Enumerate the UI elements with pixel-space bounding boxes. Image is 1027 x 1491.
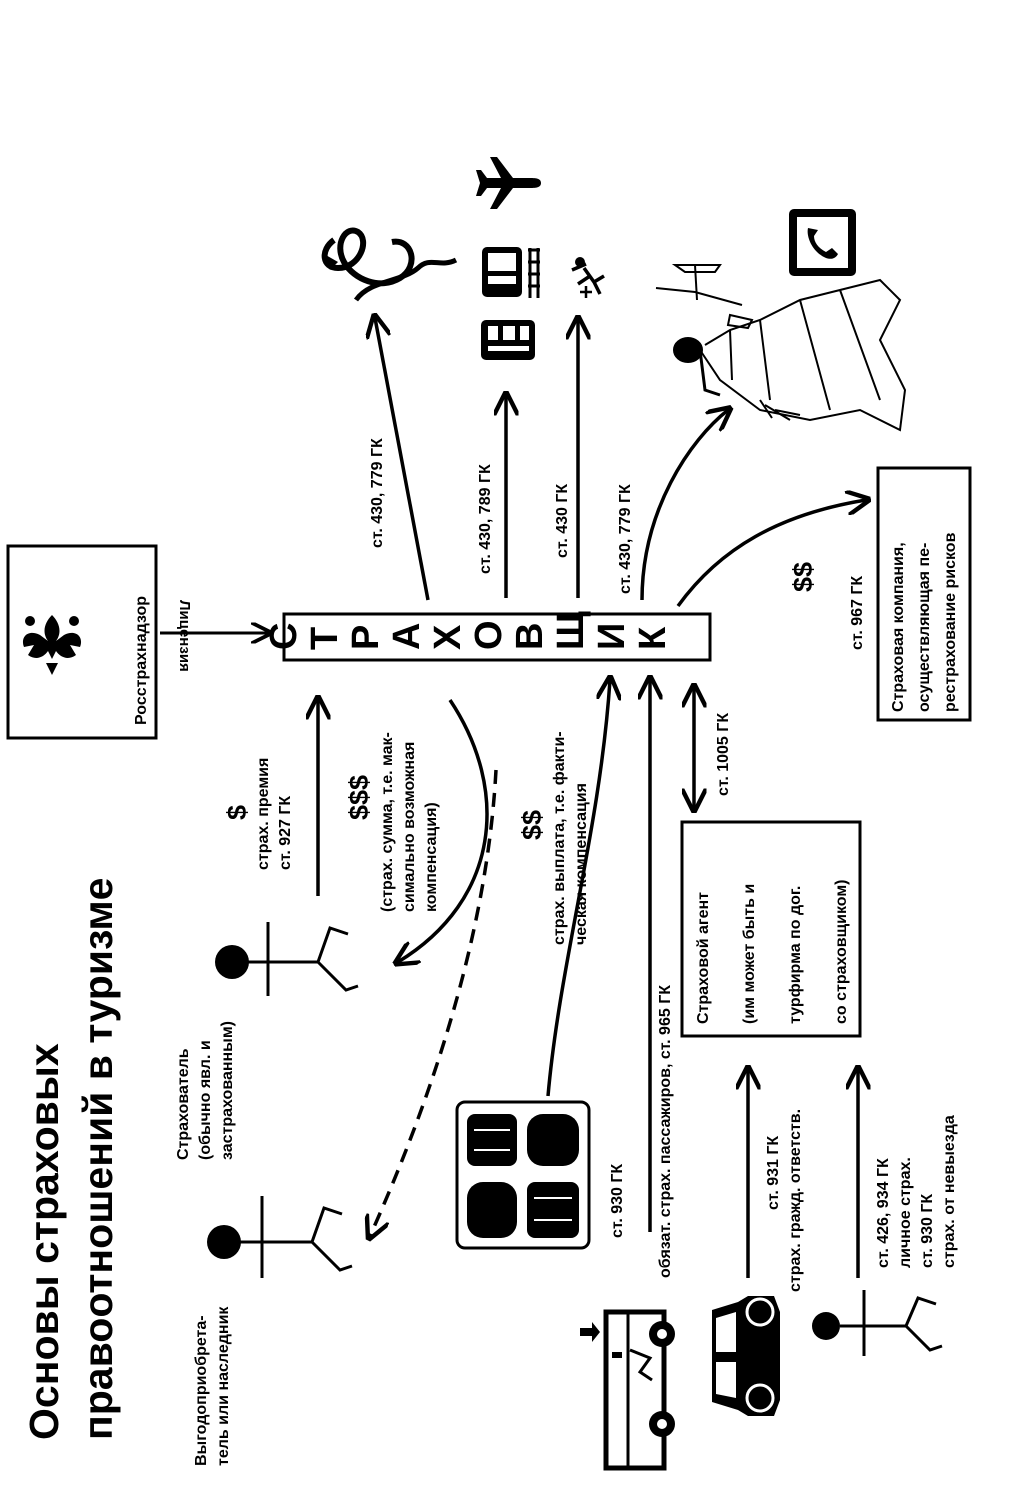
premium-line-2: ст. 927 ГК [277, 796, 294, 870]
insurer-letter: Щ [550, 611, 592, 650]
bus-icon [580, 1309, 675, 1471]
arrow-sum-insured [398, 699, 489, 962]
insurer-letter: Х [427, 624, 469, 650]
sum-insured-symbol: $$$ [344, 775, 374, 820]
policyholder-line-3: застрахованным) [219, 1021, 236, 1160]
arrow-beneficiary [370, 769, 498, 1236]
personal-line-2: личное страх. [897, 1157, 914, 1268]
person-icon [812, 1290, 943, 1356]
personal-line-1: ст. 426, 934 ГК [875, 1158, 892, 1268]
reinsurance-money: $$ [788, 562, 818, 592]
reinsurer-line-3: рестрахование рисков [942, 532, 959, 712]
beneficiary-person-icon [207, 1196, 353, 1278]
agent-line-3: турфирма по дог. [787, 886, 804, 1024]
agent-box [680, 820, 862, 1038]
tram-icon [481, 320, 535, 360]
insurer-letter: С [263, 623, 305, 650]
payment-symbol: $$ [517, 810, 547, 840]
insurer-letter: Т [304, 627, 346, 650]
agent-line-4: со страховщиком) [833, 880, 850, 1025]
car-icon [712, 1296, 780, 1416]
ref-legal: ст. 430, 779 ГК [617, 484, 634, 594]
insurer-letter: О [468, 620, 510, 650]
civil-liability-line-2: страх. гражд. ответств. [787, 1109, 804, 1292]
insurer-letter: Р [345, 625, 387, 650]
reinsurer-line-1: Страховая компания, [890, 542, 907, 712]
title-line-2: правоотношений в туризме [75, 878, 121, 1440]
insurer-letter: И [591, 623, 633, 650]
premium-line-1: страх. премия [255, 758, 272, 870]
arrow-medical [375, 318, 430, 601]
beneficiary-line-1: Выгодоприобрета- [193, 1315, 210, 1466]
arrow-reinsurance [676, 500, 866, 608]
sum-insured-line-1: (страх. сумма, т.е. мак- [379, 732, 396, 912]
premium-symbol: $ [222, 805, 252, 820]
agent-line-2: (им может быть и [741, 884, 758, 1024]
phone-icon [789, 209, 856, 276]
reinsurer-box [876, 466, 972, 722]
personal-line-4: страх. от невыезда [941, 1115, 958, 1268]
personal-line-3: ст. 930 ГК [919, 1194, 936, 1268]
insurer-letter: А [386, 623, 428, 650]
luggage-icon [455, 1100, 591, 1250]
double-headed-eagle-icon [22, 615, 82, 675]
ref-baggage: ст. 930 ГК [609, 1164, 626, 1238]
ref-agent: ст. 1005 ГК [715, 713, 732, 796]
insurer-box [282, 612, 712, 662]
insurer-letter: В [509, 623, 551, 650]
caduceus-snake-icon [321, 227, 458, 302]
beneficiary-line-2: тель или наследник [215, 1306, 232, 1466]
policyholder-person-icon [215, 922, 359, 996]
payment-line-1: страх. выплата, т.е. факти- [551, 731, 568, 945]
sum-insured-line-3: компенсация) [423, 802, 440, 912]
airplane-icon [476, 157, 541, 209]
civil-liability-line-1: ст. 931 ГК [765, 1136, 782, 1210]
ref-medical: ст. 430, 779 ГК [369, 438, 386, 548]
insurer-letter: К [632, 626, 674, 650]
agent-line-1: Страховой агент [695, 892, 712, 1024]
ref-reinsurance: ст. 967 ГК [849, 576, 866, 650]
policyholder-line-1: Страхователь [175, 1048, 192, 1160]
arrow-baggage [546, 680, 610, 1097]
train-icon [482, 247, 540, 298]
policyholder-line-2: (обычно явл. и [197, 1040, 214, 1160]
title-line-1: Основы страховых [21, 1043, 67, 1440]
ref-passengers: обязат. страх. пассажиров, ст. 965 ГК [657, 985, 674, 1278]
sum-insured-line-2: симально возможная [401, 742, 418, 912]
ref-transport: ст. 430, 789 ГК [477, 464, 494, 574]
reinsurer-line-2: осуществляющая пе- [916, 543, 933, 712]
ref-accident: ст. 430 ГК [554, 484, 571, 558]
license-label: Лицензия [176, 600, 193, 672]
regulator-label: Росстрахнадзор [133, 596, 150, 725]
lady-justice-icon [655, 264, 907, 432]
falling-person-icon [571, 257, 605, 298]
arrow-legal [640, 410, 728, 601]
